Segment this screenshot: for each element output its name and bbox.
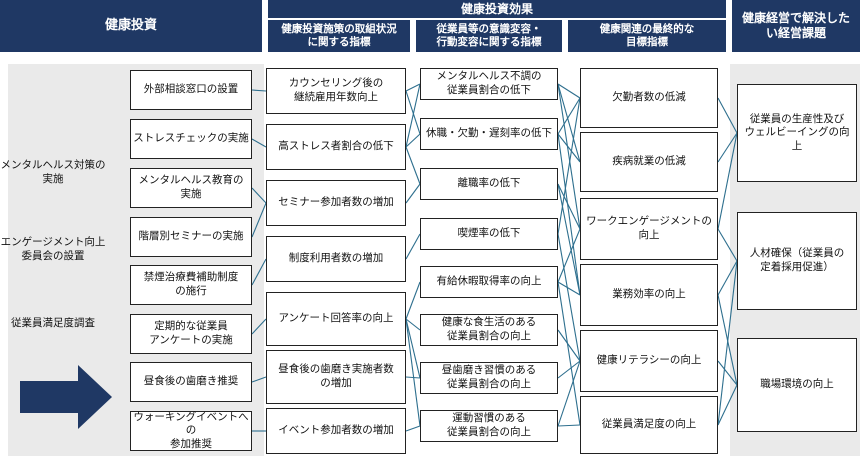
connector-line xyxy=(717,260,738,426)
measure-engagement-committee: エンゲージメント向上 委員会の設置 xyxy=(0,236,106,262)
header-management-issues: 健康経営で解決した い経営課題 xyxy=(732,0,860,52)
connector-line xyxy=(557,83,581,163)
connector-line xyxy=(557,329,581,362)
investment-mental-education: メンタルヘルス教育の 実施 xyxy=(130,168,252,208)
indicator-exercise-habit: 運動習慣のある 従業員割合の向上 xyxy=(420,410,558,442)
connector-line xyxy=(405,376,421,379)
connector-line xyxy=(405,83,421,92)
final-work-efficiency: 業務効率の向上 xyxy=(580,264,718,326)
investment-employee-survey: 定期的な従業員 アンケートの実施 xyxy=(130,314,252,354)
connector-line xyxy=(557,281,581,426)
issue-productivity-wellbeing: 従業員の生産性及び ウェルビーイングの向上 xyxy=(737,84,857,182)
connector-line xyxy=(717,97,738,134)
investment-smoking-subsidy: 禁煙治療費補助制度 の施行 xyxy=(130,265,252,305)
final-presenteeism-reduction: 疾病就業の低減 xyxy=(580,132,718,192)
connector-line xyxy=(251,376,267,383)
connector-line xyxy=(557,97,581,135)
right-arrow-icon xyxy=(20,365,112,429)
connector-line xyxy=(405,146,421,185)
connector-line xyxy=(405,318,421,331)
connector-line xyxy=(717,132,738,163)
connector-line xyxy=(405,318,421,427)
final-work-engagement: ワークエンゲージメントの 向上 xyxy=(580,198,718,260)
connector-line xyxy=(557,83,581,230)
connector-line xyxy=(251,187,267,204)
indicator-survey-response: アンケート回答率の向上 xyxy=(266,292,406,346)
connector-line xyxy=(251,89,267,92)
indicator-event-participants: イベント参加者数の増加 xyxy=(266,408,406,454)
connector-line xyxy=(405,425,421,432)
investment-toothbrushing: 昼食後の歯磨き推奨 xyxy=(130,362,252,402)
indicator-program-users: 制度利用者数の増加 xyxy=(266,236,406,282)
investment-external-counseling: 外部相談窓口の設置 xyxy=(130,70,252,110)
connector-line xyxy=(405,281,421,320)
indicator-absence-tardiness: 休職・欠勤・遅刻率の低下 xyxy=(420,118,558,150)
investment-stress-check: ストレスチェックの実施 xyxy=(130,119,252,159)
connector-line xyxy=(405,83,421,148)
issue-workplace-environment: 職場環境の向上 xyxy=(737,338,857,432)
indicator-turnover-rate: 離職率の低下 xyxy=(420,168,558,200)
connector-line xyxy=(405,133,421,148)
header-final-indicators: 健康関連の最終的な 目標指標 xyxy=(568,20,726,52)
connector-line xyxy=(557,228,581,283)
indicator-healthy-diet: 健康な食生活のある 従業員割合の向上 xyxy=(420,314,558,346)
header-investment-effect: 健康投資効果 xyxy=(268,0,726,18)
connector-line xyxy=(405,233,421,260)
connector-line xyxy=(717,384,738,426)
measure-mental-health: メンタルヘルス対策の 実施 xyxy=(0,159,106,185)
connector-line xyxy=(557,133,581,163)
connector-line xyxy=(405,90,421,135)
connector-line xyxy=(557,281,581,296)
connector-line xyxy=(405,318,421,379)
final-employee-satisfaction: 従業員満足度の向上 xyxy=(580,396,718,454)
header-health-investment: 健康投資 xyxy=(0,0,262,52)
connector-line xyxy=(717,360,738,386)
final-health-literacy: 健康リテラシーの向上 xyxy=(580,330,718,392)
connector-line xyxy=(251,138,267,148)
indicator-smoking-rate: 喫煙率の低下 xyxy=(420,218,558,250)
connector-line xyxy=(717,228,738,262)
connector-line xyxy=(557,97,581,235)
indicator-counseling-retention: カウンセリング後の 継続雇用年数向上 xyxy=(266,68,406,114)
connector-line xyxy=(557,233,581,362)
connector-line xyxy=(557,360,581,379)
investment-tiered-seminar: 階層別セミナーの実施 xyxy=(130,217,252,257)
connector-line xyxy=(251,258,267,286)
indicator-paid-leave: 有給休暇取得率の向上 xyxy=(420,266,558,298)
connector-line xyxy=(251,318,267,335)
connector-line xyxy=(557,183,581,230)
connector-line xyxy=(717,132,738,230)
indicator-high-stress-ratio: 高ストレス者割合の低下 xyxy=(266,124,406,170)
connector-line xyxy=(557,133,581,296)
connector-line xyxy=(557,83,581,99)
issue-talent-retention: 人材確保（従業員の 定着採用促進） xyxy=(737,212,857,310)
connector-line xyxy=(717,260,738,296)
final-absentee-reduction: 欠勤者数の低減 xyxy=(580,68,718,128)
connector-line xyxy=(557,360,581,427)
connector-line xyxy=(251,202,267,238)
investment-walking-event: ウォーキングイベントへの 参加推奨 xyxy=(130,411,252,451)
indicator-brushing-habit: 昼歯磨き習慣のある 従業員割合の向上 xyxy=(420,362,558,394)
connector-line xyxy=(557,424,581,427)
measure-satisfaction-survey: 従業員満足度調査 xyxy=(11,317,95,330)
indicator-seminar-participants: セミナー参加者数の増加 xyxy=(266,180,406,226)
connector-line xyxy=(557,183,581,296)
header-initiative-indicators: 健康投資施策の取組状況 に関する指標 xyxy=(268,20,410,52)
indicator-mental-disorder-ratio: メンタルヘルス不調の 従業員割合の低下 xyxy=(420,68,558,100)
header-behavior-indicators: 従業員等の意識変容・ 行動変容に関する指標 xyxy=(416,20,562,52)
indicator-toothbrushing-participants: 昼食後の歯磨き実施者数 の増加 xyxy=(266,350,406,404)
connector-line xyxy=(405,183,421,204)
